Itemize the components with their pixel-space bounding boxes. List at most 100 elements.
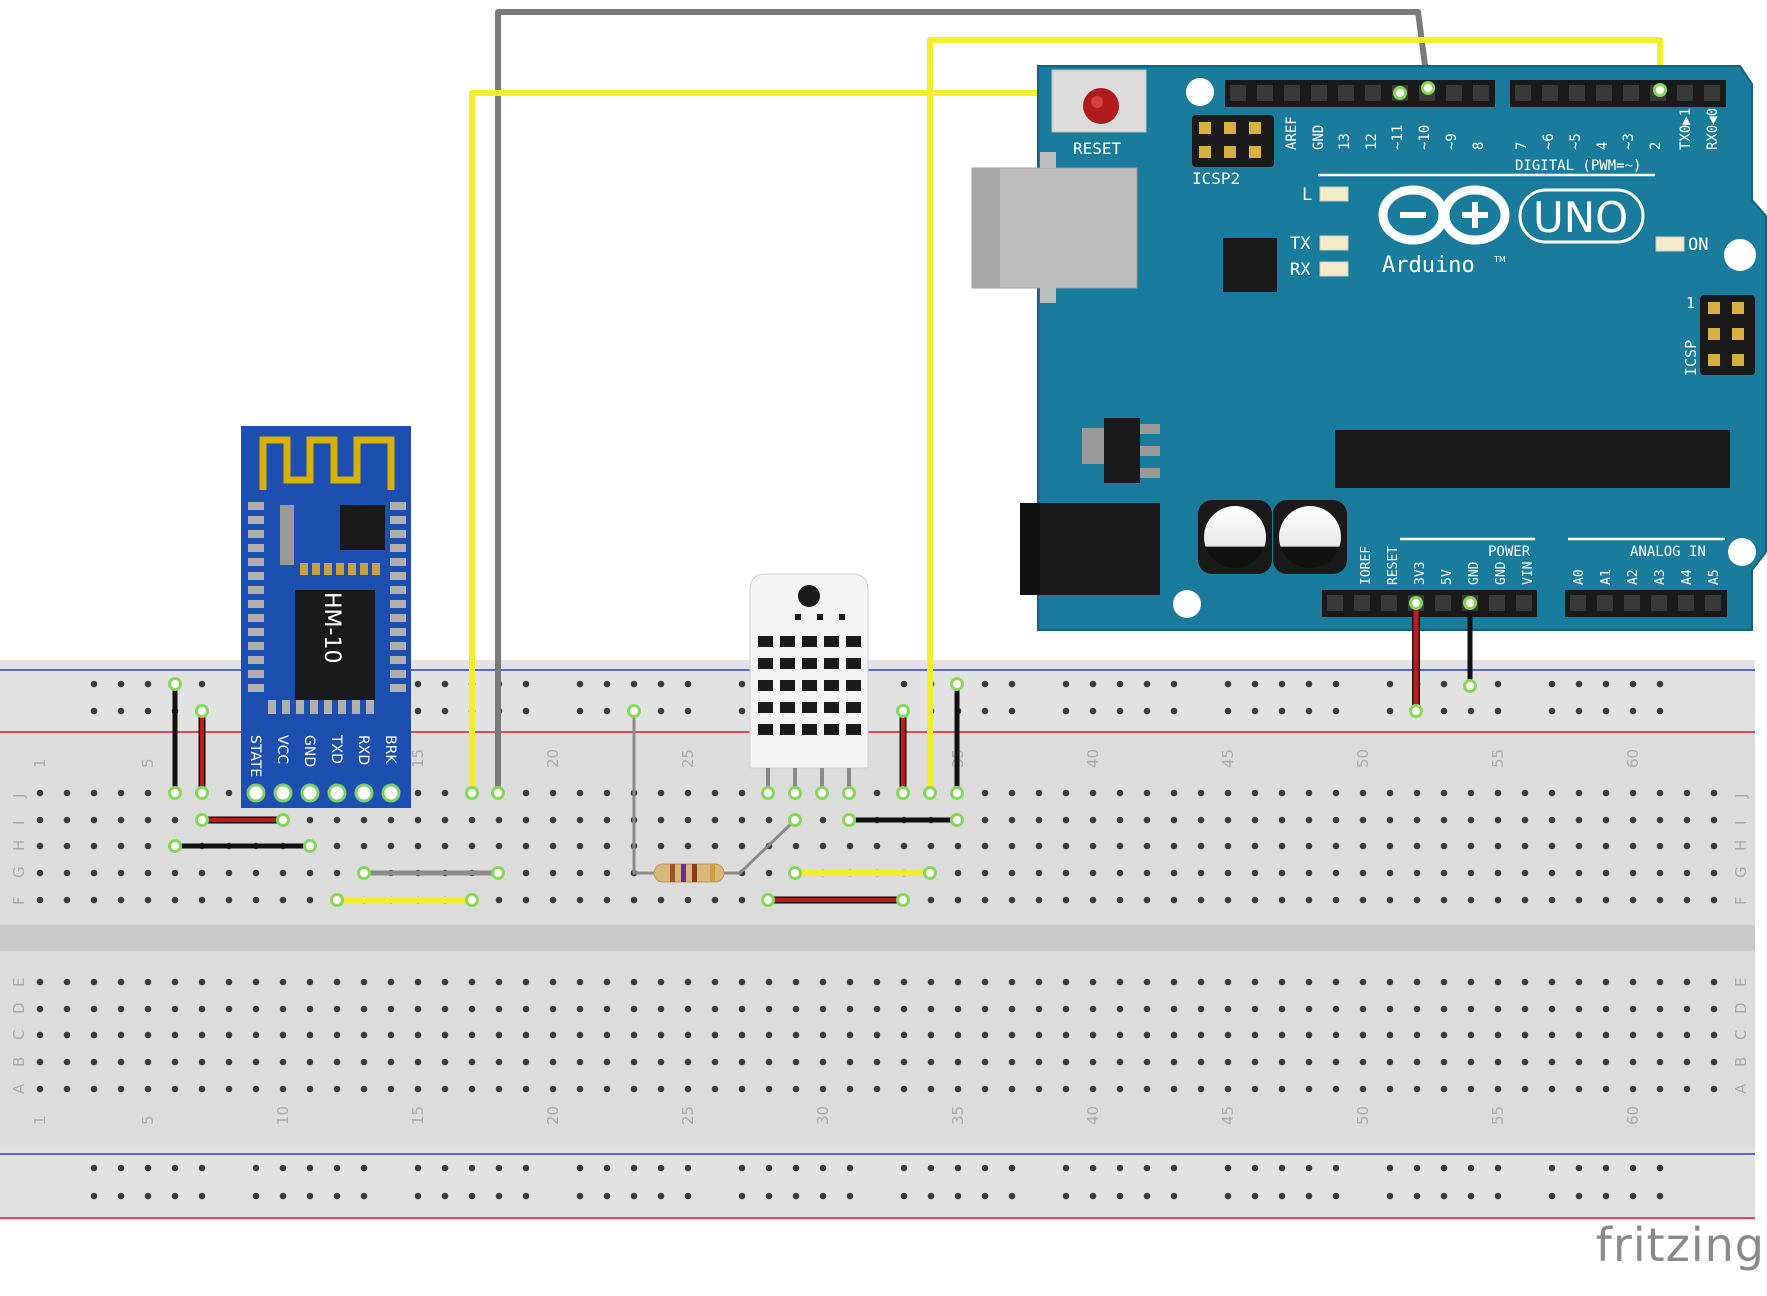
breadboard-hole bbox=[954, 1058, 962, 1066]
breadboard-hole bbox=[1143, 842, 1151, 850]
breadboard-hole bbox=[1386, 816, 1394, 824]
breadboard-hole bbox=[1467, 1058, 1475, 1066]
row-letter: G bbox=[10, 866, 28, 878]
breadboard-hole bbox=[981, 789, 989, 797]
breadboard-hole bbox=[1440, 1005, 1448, 1013]
breadboard-hole bbox=[1683, 842, 1691, 850]
breadboard-hole bbox=[1062, 789, 1070, 797]
analog-pin-label: A4 bbox=[1680, 569, 1695, 585]
rail-hole bbox=[522, 1192, 530, 1200]
breadboard-hole bbox=[1494, 789, 1502, 797]
column-number: 50 bbox=[1354, 1106, 1372, 1125]
wire-endpoint bbox=[627, 704, 641, 718]
breadboard-hole bbox=[1251, 1005, 1259, 1013]
breadboard-hole bbox=[279, 869, 287, 877]
breadboard-hole bbox=[1629, 816, 1637, 824]
breadboard-hole bbox=[1521, 1005, 1529, 1013]
breadboard-hole bbox=[1467, 869, 1475, 877]
breadboard-hole bbox=[441, 842, 449, 850]
breadboard-hole bbox=[1467, 978, 1475, 986]
breadboard-hole bbox=[171, 978, 179, 986]
rail-hole bbox=[279, 1192, 287, 1200]
row-letter: C bbox=[1732, 1030, 1750, 1040]
breadboard-hole bbox=[1359, 896, 1367, 904]
rail-hole bbox=[468, 1164, 476, 1172]
breadboard-hole bbox=[1575, 1085, 1583, 1093]
wire-endpoint bbox=[303, 839, 317, 853]
column-number: 1 bbox=[31, 758, 49, 768]
breadboard-hole bbox=[1521, 816, 1529, 824]
breadboard-hole bbox=[1305, 1031, 1313, 1039]
digital-pin-label: TX0▶1 bbox=[1678, 108, 1694, 150]
rail-hole bbox=[144, 680, 152, 688]
rail-hole bbox=[1062, 1192, 1070, 1200]
breadboard-hole bbox=[1143, 1085, 1151, 1093]
rail-hole bbox=[684, 680, 692, 688]
breadboard-hole bbox=[765, 1058, 773, 1066]
breadboard-hole bbox=[63, 896, 71, 904]
rail-hole bbox=[1575, 680, 1583, 688]
breadboard-hole bbox=[792, 1031, 800, 1039]
breadboard-hole bbox=[333, 842, 341, 850]
rail-hole bbox=[1305, 707, 1313, 715]
resistor bbox=[653, 863, 725, 883]
reset-button[interactable] bbox=[1051, 69, 1147, 133]
breadboard-hole bbox=[1710, 842, 1718, 850]
rail-hole bbox=[576, 1164, 584, 1172]
rail-hole bbox=[414, 680, 422, 688]
rail-hole bbox=[846, 1192, 854, 1200]
breadboard-hole bbox=[1170, 896, 1178, 904]
digital-pin-label: GND bbox=[1311, 125, 1327, 150]
breadboard-hole bbox=[1656, 1031, 1664, 1039]
rail-hole bbox=[360, 1192, 368, 1200]
breadboard-hole bbox=[1494, 1058, 1502, 1066]
breadboard-hole bbox=[1062, 842, 1070, 850]
breadboard-hole bbox=[846, 1031, 854, 1039]
wire-endpoint bbox=[788, 786, 802, 800]
breadboard-hole bbox=[1143, 816, 1151, 824]
rail-hole bbox=[1629, 680, 1637, 688]
breadboard: JJIIHHGGFFEEDDCCBBAA11551010151520202525… bbox=[0, 660, 1755, 1220]
breadboard-hole bbox=[1170, 1031, 1178, 1039]
icsp2-label: ICSP2 bbox=[1192, 169, 1240, 188]
icsp-label: ICSP bbox=[1682, 340, 1700, 376]
breadboard-hole bbox=[1197, 869, 1205, 877]
breadboard-hole bbox=[414, 789, 422, 797]
rail-hole bbox=[1008, 1192, 1016, 1200]
rail-hole bbox=[171, 1192, 179, 1200]
rail-hole bbox=[1548, 680, 1556, 688]
digital-pin-label: ~5 bbox=[1568, 133, 1584, 150]
wire-endpoint bbox=[842, 786, 856, 800]
breadboard-hole bbox=[981, 816, 989, 824]
digital-pin-label: 13 bbox=[1337, 133, 1353, 150]
breadboard-hole bbox=[117, 1085, 125, 1093]
rail-hole bbox=[954, 1192, 962, 1200]
breadboard-hole bbox=[873, 842, 881, 850]
breadboard-hole bbox=[711, 816, 719, 824]
breadboard-hole bbox=[657, 1085, 665, 1093]
breadboard-hole bbox=[657, 842, 665, 850]
breadboard-hole bbox=[1656, 896, 1664, 904]
breadboard-hole bbox=[549, 896, 557, 904]
breadboard-hole bbox=[1494, 896, 1502, 904]
breadboard-hole bbox=[1089, 869, 1097, 877]
hm10-pin-label: GND bbox=[301, 735, 317, 767]
breadboard-hole bbox=[1683, 1058, 1691, 1066]
breadboard-hole bbox=[1305, 869, 1313, 877]
hm10-pin-pad bbox=[327, 783, 347, 803]
breadboard-hole bbox=[360, 1031, 368, 1039]
breadboard-hole bbox=[603, 789, 611, 797]
breadboard-hole bbox=[1062, 896, 1070, 904]
wire-endpoint bbox=[195, 786, 209, 800]
column-number: 5 bbox=[139, 758, 157, 768]
breadboard-hole bbox=[1602, 896, 1610, 904]
rail-hole bbox=[1656, 1164, 1664, 1172]
rail-hole bbox=[117, 1192, 125, 1200]
breadboard-hole bbox=[144, 1031, 152, 1039]
breadboard-hole bbox=[468, 1005, 476, 1013]
breadboard-hole bbox=[1062, 816, 1070, 824]
wire-endpoint bbox=[168, 677, 182, 691]
row-letter: B bbox=[1732, 1057, 1750, 1067]
row-letter: F bbox=[1732, 896, 1750, 905]
breadboard-hole bbox=[1629, 896, 1637, 904]
